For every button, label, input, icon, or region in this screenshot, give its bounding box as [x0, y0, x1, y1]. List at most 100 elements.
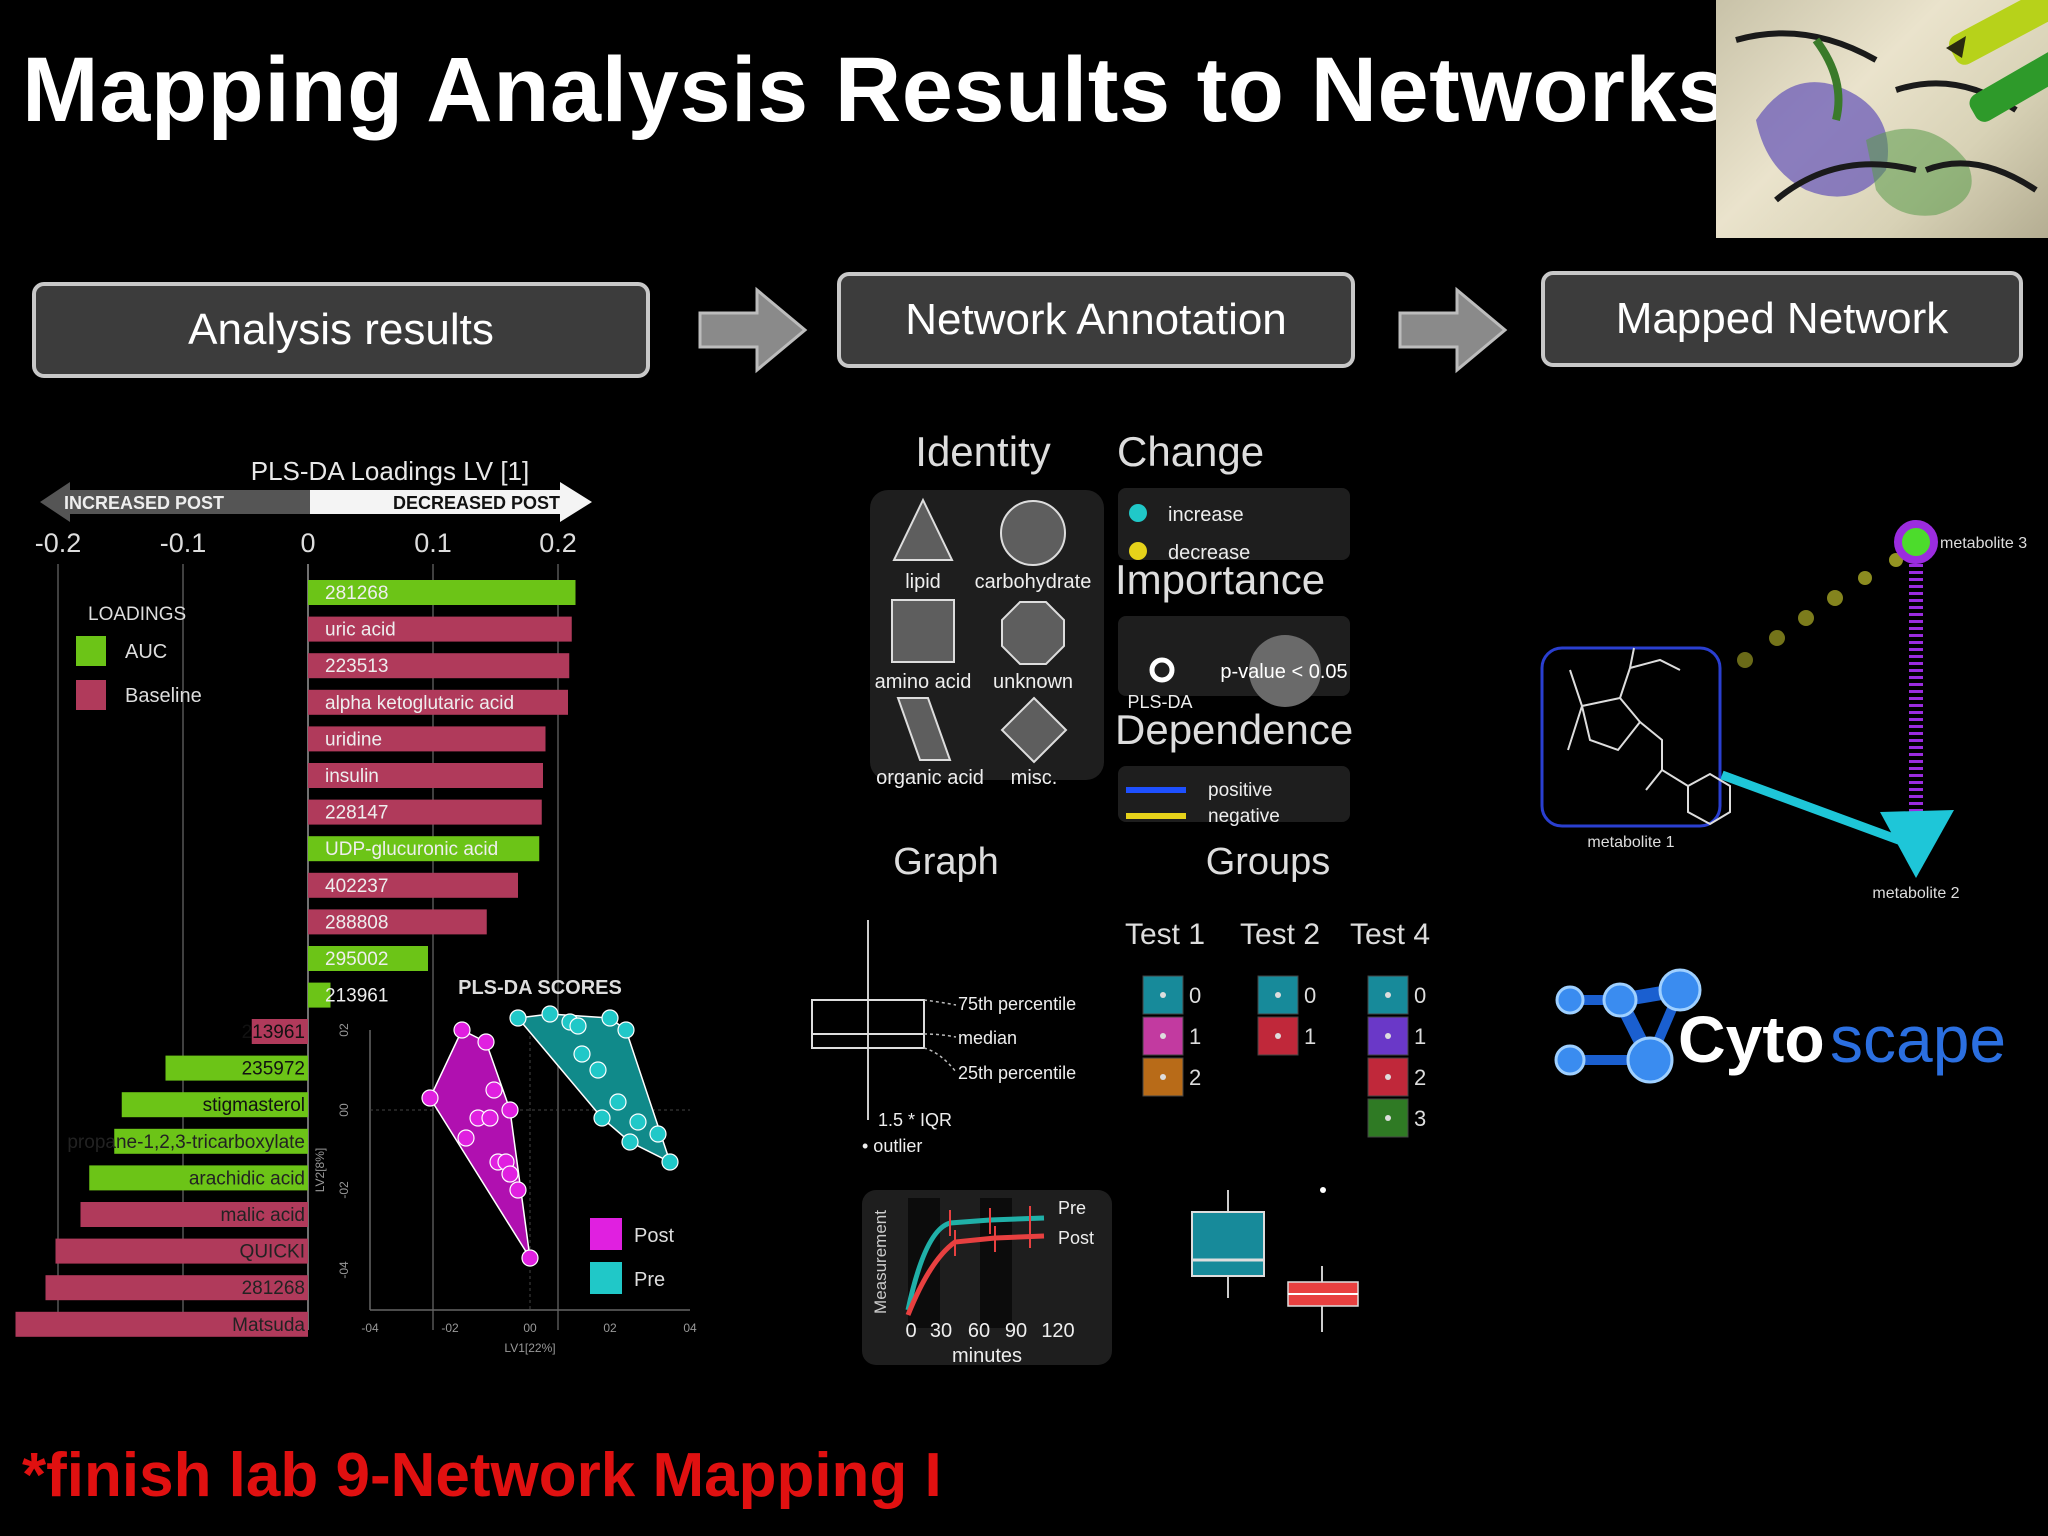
loadings-bar-label: arachidic acid: [189, 1168, 305, 1189]
node-label-metabolite-1: metabolite 1: [1587, 834, 1674, 851]
loadings-bar-label: 213961: [325, 986, 388, 1007]
loadings-bar-label: uridine: [325, 729, 382, 750]
graph-title: Graph: [893, 841, 999, 883]
molecule-structure-icon: [1567, 647, 1731, 826]
loadings-bar-label: stigmasterol: [203, 1095, 305, 1116]
metabolite-3-node[interactable]: [1894, 520, 1938, 564]
group-level-dot: [1275, 1033, 1281, 1039]
loadings-bar: [121, 1092, 308, 1118]
scores-xtick: 02: [603, 1321, 617, 1335]
identity-title: Identity: [915, 430, 1050, 475]
loadings-bar: [45, 1275, 308, 1301]
group-test-name: Test 1: [1125, 918, 1205, 951]
group-level-swatch: [1142, 1016, 1184, 1056]
step-analysis-results: Analysis results: [32, 282, 650, 378]
score-point: [509, 1009, 527, 1027]
legend-swatch-baseline: [76, 680, 106, 710]
shape-label-carbohydrate: carbohydrate: [975, 571, 1092, 593]
loadings-bar: [114, 1128, 308, 1154]
loadings-tick-label: -0.1: [160, 528, 207, 558]
scores-xlabel: LV1[22%]: [504, 1341, 555, 1355]
arrowhead-icon: [1880, 810, 1954, 878]
group-level-dot: [1160, 992, 1166, 998]
loadings-bar: [308, 982, 331, 1008]
pvalue-circle-icon: [1249, 635, 1321, 707]
scores-title: PLS-DA SCORES: [458, 977, 622, 999]
loadings-bar-label: propane-1,2,3-tricarboxylate: [67, 1132, 305, 1153]
loadings-bar-label: 281268: [242, 1278, 305, 1299]
loadings-bar: [55, 1238, 308, 1264]
score-point: [609, 1093, 627, 1111]
decrease-dot-icon: [1129, 542, 1147, 560]
group-test-name: Test 4: [1350, 918, 1430, 951]
node-label-metabolite-2: metabolite 2: [1872, 885, 1959, 902]
loadings-bar-label: 213961: [242, 1022, 305, 1043]
teal-boxplot: [1191, 1211, 1265, 1277]
score-group-hull: [429, 1028, 531, 1259]
loadings-bar: [308, 580, 576, 605]
dependence-negative-label: negative: [1208, 806, 1280, 827]
scores-xtick: 00: [523, 1321, 537, 1335]
circle-icon: [1000, 500, 1066, 566]
loadings-bar: [308, 799, 542, 825]
loadings-tick-label: 0.1: [414, 528, 452, 558]
boxplot-example: [811, 999, 925, 1049]
legend-label-post: Post: [634, 1225, 674, 1247]
node-label-metabolite-3: metabolite 3: [1940, 535, 2027, 552]
timecourse-xtick: 0: [905, 1320, 916, 1342]
boxplot-label-outlier: • outlier: [862, 1136, 922, 1156]
loadings-chart: PLS-DA Loadings LV [1] INCREASED POST DE…: [15, 456, 592, 1337]
legend-label-pre: Pre: [634, 1269, 665, 1291]
directed-edge: [1720, 770, 1928, 855]
importance-label-plsda: PLS-DA: [1127, 692, 1192, 712]
loadings-bar: [308, 872, 518, 898]
cytoscape-logo: Cyto scape: [1554, 968, 2006, 1084]
shape-label-organic-acid: organic acid: [876, 767, 984, 789]
legend-swatch-post: [590, 1218, 622, 1250]
loadings-bar-label: 288808: [325, 912, 388, 933]
score-point: [421, 1089, 439, 1107]
score-point: [589, 1061, 607, 1079]
loadings-bar: [308, 909, 487, 935]
crayon-drawing-image: [1716, 0, 2048, 238]
boxplot-label-25th: 25th percentile: [958, 1063, 1076, 1083]
loadings-tick-label: 0: [300, 528, 315, 558]
importance-label-pvalue: p-value < 0.05: [1220, 661, 1347, 683]
scores-ytick: -02: [337, 1181, 351, 1199]
legend-swatch-auc: [76, 636, 106, 666]
change-decrease-label: decrease: [1168, 542, 1250, 564]
score-point: [649, 1125, 667, 1143]
timecourse-xtick: 30: [930, 1320, 952, 1342]
loadings-bar: [308, 616, 572, 642]
series-label-post: Post: [1058, 1228, 1094, 1248]
loadings-bar: [308, 653, 570, 679]
scores-xtick: -02: [441, 1321, 459, 1335]
dependence-title: Dependence: [1115, 706, 1353, 753]
logo-text-light: scape: [1830, 1002, 2006, 1076]
score-group-hull: [516, 1013, 672, 1164]
metabolite-1-node[interactable]: [1540, 646, 1722, 828]
change-increase-label: increase: [1168, 504, 1244, 526]
group-level-dot: [1385, 992, 1391, 998]
loadings-bar-label: 228147: [325, 803, 388, 824]
score-point: [573, 1045, 591, 1063]
group-level-label: 0: [1304, 983, 1316, 1008]
legend-label-auc: AUC: [125, 641, 167, 663]
loadings-bar: [89, 1165, 308, 1191]
score-point: [617, 1021, 635, 1039]
loadings-bar: [308, 946, 428, 971]
ring-icon: [1149, 657, 1175, 683]
step-label: Network Annotation: [905, 295, 1287, 344]
group-level-dot: [1385, 1074, 1391, 1080]
loadings-bar: [80, 1202, 308, 1227]
decreased-post-arrow: [310, 482, 592, 522]
loadings-bar-label: 223513: [325, 656, 388, 677]
timecourse-xlabel: minutes: [952, 1345, 1022, 1367]
increase-dot-icon: [1129, 504, 1147, 522]
scores-ylabel: LV2[8%]: [313, 1148, 327, 1192]
score-point: [629, 1113, 647, 1131]
octagon-icon: [1001, 601, 1065, 665]
score-point: [509, 1181, 527, 1199]
scores-xtick: -04: [361, 1321, 379, 1335]
